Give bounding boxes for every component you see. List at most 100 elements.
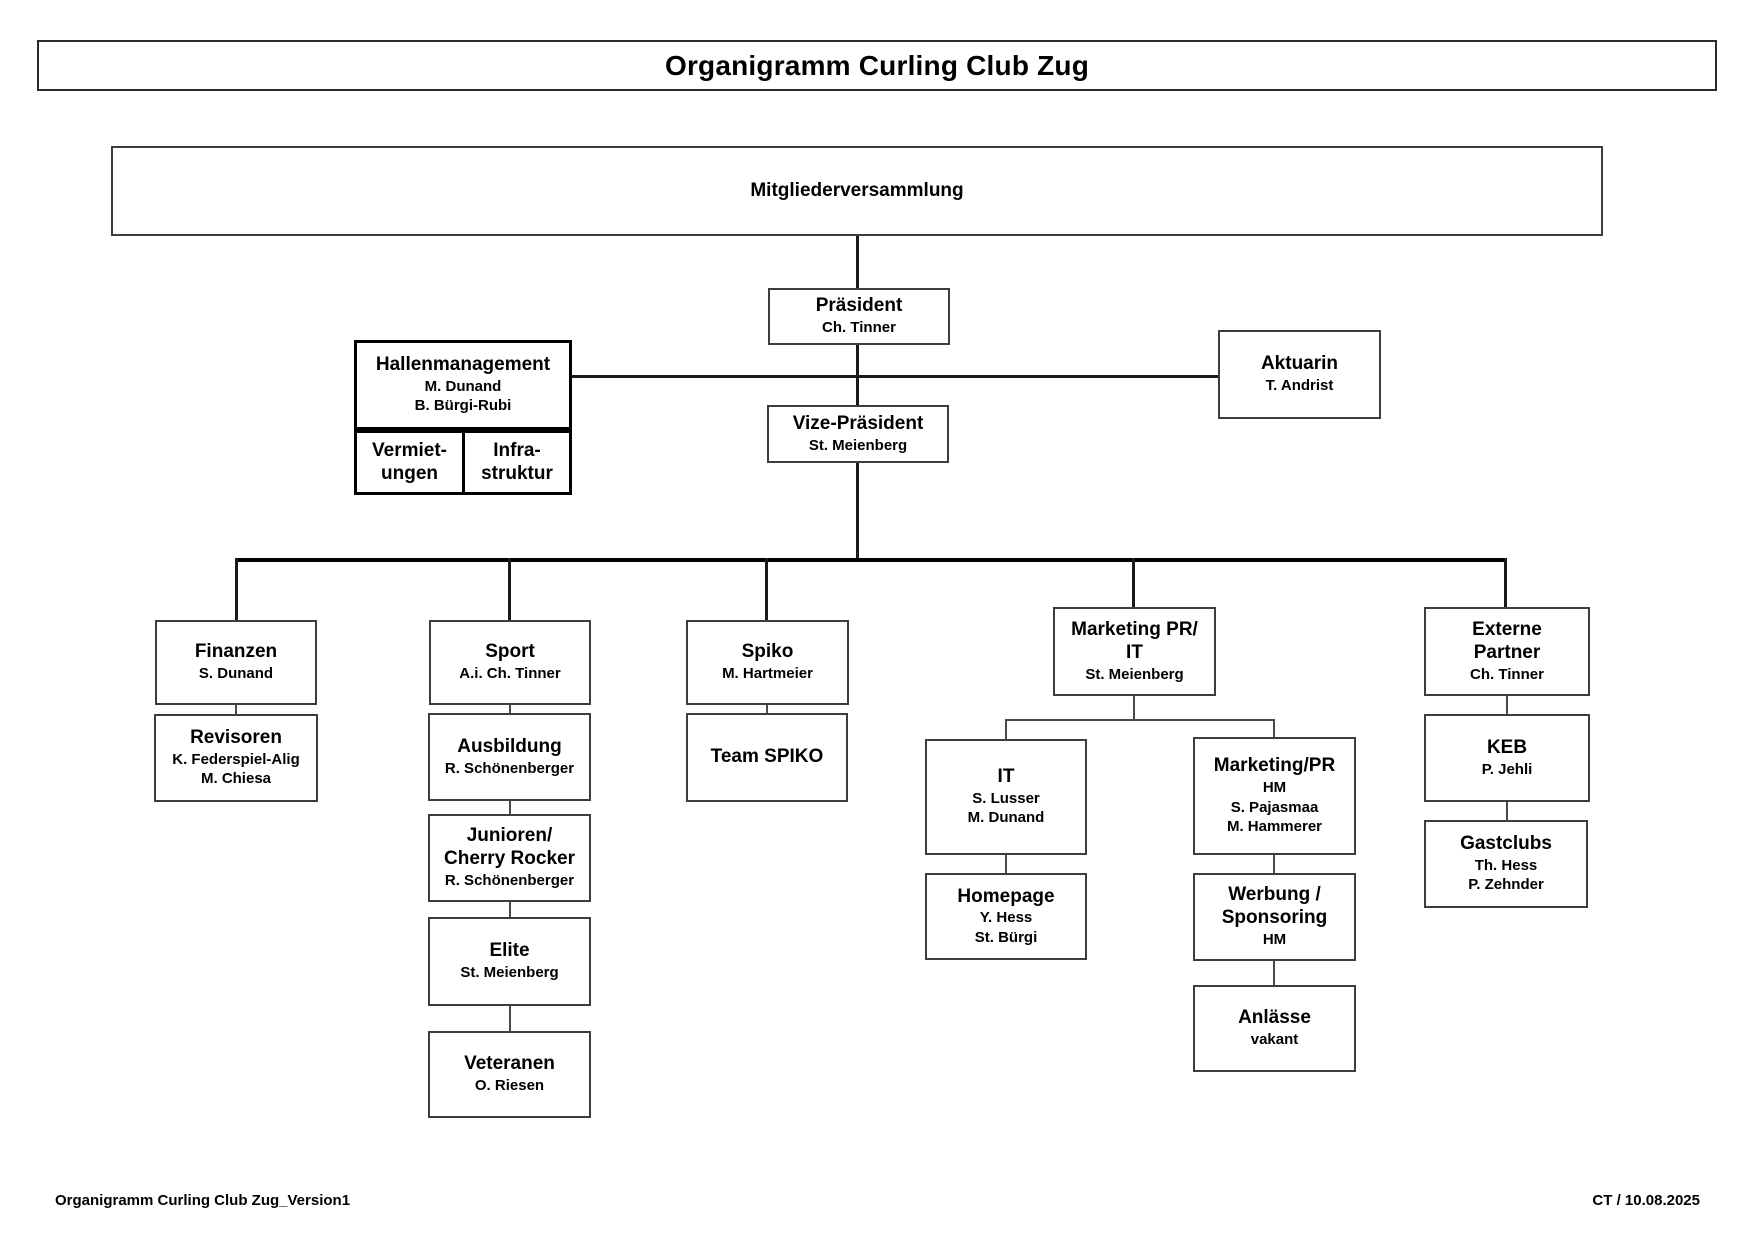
- connector-line: [1132, 558, 1135, 607]
- org-box-title-line: Marketing/PR: [1213, 755, 1336, 777]
- connector-line: [856, 463, 859, 560]
- org-box-person-line: K. Federspiel-Alig: [172, 750, 300, 768]
- org-box-content: Marketing PR/IT St. Meienberg: [1055, 619, 1214, 684]
- org-box-title-line: Cherry Rocker: [444, 848, 575, 870]
- org-box-person-line: Y. Hess: [979, 909, 1033, 927]
- footer-date-label: CT / 10.08.2025: [1592, 1192, 1700, 1209]
- org-box-title-line: Werbung /: [1228, 884, 1321, 906]
- org-box-person-line: S. Dunand: [198, 665, 274, 683]
- connector-line: [1273, 855, 1275, 873]
- org-box-title-line: Marketing PR/: [1071, 618, 1198, 640]
- org-box-content: Junioren/Cherry Rocker R. Schönenberger: [430, 825, 589, 890]
- org-box-title-line: struktur: [481, 462, 553, 484]
- footer-version-label: Organigramm Curling Club Zug_Version1: [55, 1192, 351, 1209]
- org-box-title-line: Junioren/: [466, 825, 553, 847]
- org-box-content: Infra-struktur: [465, 440, 569, 486]
- org-box-title-line: Vize-Präsident: [792, 412, 924, 434]
- connector-line: [235, 558, 238, 620]
- org-box-person-line: M. Hartmeier: [722, 665, 813, 683]
- org-box-person-line: St. Bürgi: [974, 928, 1038, 946]
- org-box-person-line: Th. Hess: [1474, 856, 1538, 874]
- org-box-person-line: S. Lusser: [972, 789, 1040, 807]
- org-box-person-line: O. Riesen: [474, 1077, 545, 1095]
- org-box-person-line: A.i. Ch. Tinner: [459, 665, 561, 683]
- connector-line: [1005, 719, 1275, 721]
- org-box-title-line: Sponsoring: [1221, 907, 1328, 929]
- org-box-content: Aktuarin T. Andrist: [1220, 353, 1379, 395]
- org-box-person-line: P. Jehli: [1481, 760, 1533, 778]
- connector-line: [509, 705, 511, 713]
- org-box-person-line: R. Schönenberger: [444, 872, 575, 890]
- org-box-title-line: Infra-: [493, 439, 541, 461]
- org-box-content: Ausbildung R. Schönenberger: [430, 736, 589, 778]
- connector-line: [1133, 696, 1135, 719]
- org-box-person-line: S. Pajasmaa: [1230, 798, 1319, 816]
- org-box-title-line: Homepage: [957, 885, 1055, 907]
- org-box-person-line: R. Schönenberger: [444, 759, 575, 777]
- org-box-person-line: vakant: [1250, 1031, 1299, 1049]
- org-box-title-line: Partner: [1473, 641, 1541, 663]
- connector-line: [508, 558, 511, 620]
- org-box-title-line: KEB: [1486, 736, 1528, 758]
- org-box-person-line: M. Chiesa: [200, 770, 272, 788]
- org-box-junioren-cherry-rocker: Junioren/Cherry Rocker R. Schönenberger: [428, 814, 591, 902]
- connector-line: [236, 558, 1507, 562]
- connector-line: [856, 236, 859, 288]
- org-box-title-line: IT: [1126, 641, 1143, 663]
- org-box-person-line: St. Meienberg: [460, 964, 559, 982]
- org-box-title-line: Präsident: [815, 295, 903, 317]
- org-box-person-line: St. Meienberg: [808, 436, 908, 454]
- org-box-ausbildung: Ausbildung R. Schönenberger: [428, 713, 591, 801]
- org-box-content: Vermiet-ungen: [357, 440, 462, 486]
- org-box-title-line: Gastclubs: [1460, 833, 1552, 855]
- org-box-person-line: M. Hammerer: [1226, 818, 1323, 836]
- org-box-mitgliederversammlung: Mitgliederversammlung: [111, 146, 1603, 236]
- connector-line: [765, 558, 768, 620]
- connector-line: [1506, 696, 1508, 714]
- org-box-title-line: Hallenmanagement: [375, 354, 551, 376]
- org-box-keb: KEB P. Jehli: [1424, 714, 1590, 802]
- org-box-person-line: Ch. Tinner: [1470, 665, 1544, 683]
- org-box-title-line: Aktuarin: [1260, 353, 1339, 375]
- org-box-person-line: HM: [1262, 931, 1287, 949]
- org-box-title-line: Ausbildung: [457, 735, 562, 757]
- org-box-person-line: T. Andrist: [1265, 377, 1334, 395]
- org-box-title-line: Revisoren: [190, 727, 282, 749]
- org-box-person-line: B. Bürgi-Rubi: [414, 397, 512, 415]
- org-box-aktuarin: Aktuarin T. Andrist: [1218, 330, 1381, 419]
- connector-line: [1506, 802, 1508, 820]
- connector-line: [235, 705, 237, 714]
- org-box-person-line: M. Dunand: [424, 377, 502, 395]
- org-box-vermietungen: Vermiet-ungen: [354, 430, 465, 495]
- connector-line: [572, 375, 1218, 378]
- org-box-title-line: Elite: [489, 940, 530, 962]
- org-box-content: KEB P. Jehli: [1426, 737, 1588, 779]
- connector-line: [766, 705, 768, 713]
- org-box-title-line: ungen: [381, 462, 438, 484]
- org-box-person-line: St. Meienberg: [1085, 665, 1184, 683]
